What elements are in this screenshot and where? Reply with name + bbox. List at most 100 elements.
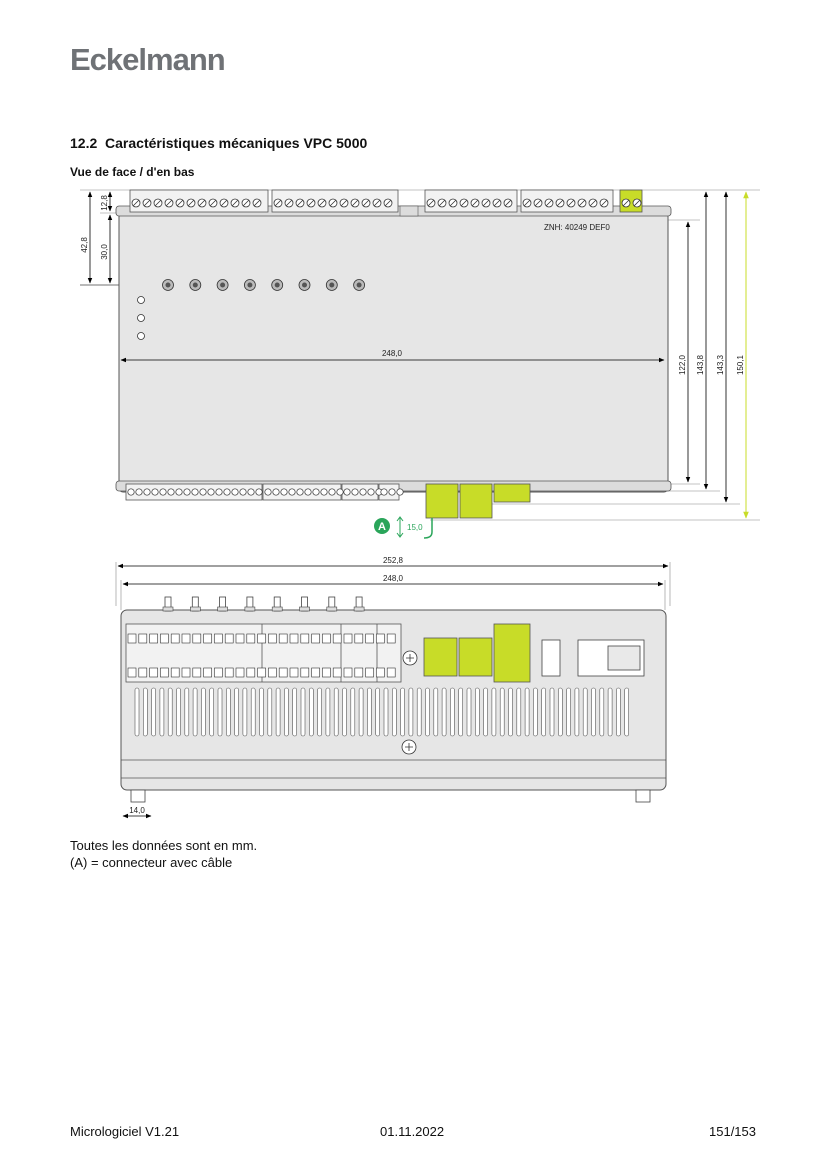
terminal-screw: [359, 488, 367, 496]
vent-slot: [242, 687, 248, 737]
dim-12-8: 12,8: [100, 195, 109, 211]
terminal-opening: [203, 633, 212, 644]
terminal-opening: [343, 667, 353, 678]
terminal-opening: [268, 667, 277, 678]
vent-slot: [350, 687, 356, 737]
vent-slot: [209, 687, 214, 737]
dim-252-8: 252,8: [383, 556, 404, 565]
terminal-opening: [365, 667, 374, 678]
dim-143-3: 143,3: [716, 354, 725, 375]
terminal-opening: [386, 667, 396, 678]
terminal-screw: [143, 488, 151, 496]
vent-slot: [167, 687, 173, 737]
vent-slot: [524, 687, 530, 737]
vent-slot: [308, 687, 314, 737]
vent-slot: [557, 687, 563, 737]
terminal-screw: [280, 488, 288, 496]
terminal-opening: [170, 667, 180, 678]
vent-slot: [433, 687, 439, 737]
vent-slot: [184, 687, 190, 737]
vent-slot: [566, 687, 571, 737]
status-led-3: [137, 332, 145, 340]
terminal-screw: [191, 488, 199, 496]
dim-248-0-bottom: 248,0: [383, 574, 404, 583]
vent-slot: [217, 687, 223, 737]
vent-slot: [591, 687, 596, 737]
section-title: Caractéristiques mécaniques VPC 5000: [105, 135, 368, 151]
terminal-opening: [354, 667, 364, 678]
terminal-screw: [396, 488, 404, 496]
vent-slot: [226, 687, 231, 737]
dim-143-8: 143,8: [696, 354, 705, 375]
terminal-opening: [246, 633, 256, 644]
terminal-opening: [181, 667, 191, 678]
front-view: ZNH: 40249 DEF0 248,0 42,8 12,8 30,0 122…: [80, 189, 760, 539]
view-subheading: Vue de face / d'en bas: [70, 165, 195, 179]
vent-slot: [292, 687, 298, 737]
terminal-screw: [247, 488, 255, 496]
terminal-opening: [257, 667, 266, 678]
terminal-screw: [264, 488, 272, 496]
terminal-opening: [376, 633, 385, 644]
terminal-opening: [149, 667, 158, 678]
vent-slot: [275, 687, 281, 737]
terminal-opening: [192, 633, 202, 644]
terminal-opening: [149, 633, 158, 644]
terminal-opening: [224, 633, 234, 644]
terminal-screw: [272, 488, 280, 496]
dim-30-0: 30,0: [100, 244, 109, 260]
terminal-screw: [388, 488, 396, 496]
terminal-screw: [351, 488, 359, 496]
vent-slot: [607, 687, 613, 737]
terminal-screw: [167, 488, 175, 496]
footer-firmware: Micrologiciel V1.21: [70, 1124, 180, 1139]
vent-slot: [508, 687, 513, 737]
section-number: 12.2: [70, 135, 98, 151]
vent-slot: [234, 687, 239, 737]
vent-slot: [259, 687, 264, 737]
terminal-opening: [311, 633, 320, 644]
vent-slot: [483, 687, 488, 737]
vent-slot: [176, 687, 181, 737]
terminal-screw: [343, 488, 351, 496]
terminal-screw: [296, 488, 304, 496]
dim-42-8: 42,8: [80, 237, 89, 253]
marker-a-label: A: [378, 521, 386, 533]
vent-slot: [499, 687, 505, 737]
note-connector: (A) = connecteur avec câble: [70, 855, 233, 870]
vent-slot: [425, 687, 430, 737]
terminal-opening: [289, 633, 299, 644]
terminal-opening: [138, 633, 148, 644]
bottom-view: 252,8 248,0 14,0: [115, 556, 671, 819]
vent-slot: [333, 687, 339, 737]
status-led-2: [137, 314, 145, 322]
terminal-screw: [255, 488, 263, 496]
terminal-screw: [135, 488, 143, 496]
vent-slot: [599, 687, 605, 737]
vent-slot: [201, 687, 206, 737]
terminal-screw: [151, 488, 159, 496]
terminal-opening: [138, 667, 148, 678]
vent-slot: [616, 687, 621, 737]
vent-slot: [491, 687, 497, 737]
footer-date: 01.11.2022: [380, 1124, 445, 1139]
vent-slot: [300, 687, 306, 737]
vent-slot: [151, 687, 156, 737]
terminal-opening: [235, 633, 245, 644]
terminal-screw: [223, 488, 231, 496]
dim-15-0: 15,0: [407, 523, 423, 532]
vent-slot: [159, 687, 165, 737]
terminal-opening: [224, 667, 234, 678]
vent-slot: [375, 687, 381, 737]
terminal-screw: [159, 488, 167, 496]
vent-slot: [383, 687, 389, 737]
vent-slot: [143, 687, 148, 737]
terminal-opening: [160, 667, 169, 678]
vent-slot: [533, 687, 538, 737]
device-serial-label: ZNH: 40249 DEF0: [544, 223, 610, 232]
terminal-opening: [268, 633, 277, 644]
terminal-opening: [354, 633, 364, 644]
terminal-screw: [312, 488, 320, 496]
terminal-opening: [300, 633, 310, 644]
